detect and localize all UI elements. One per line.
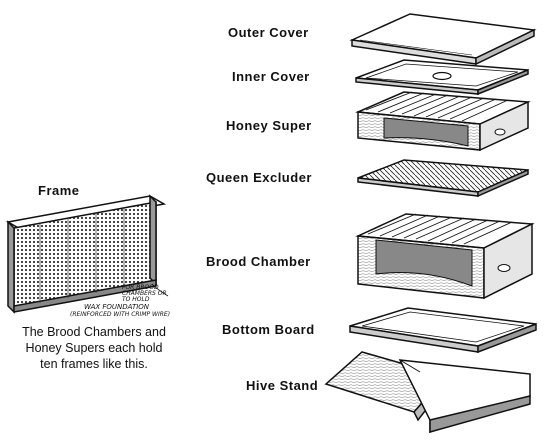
frame-caption: The Brood Chambers and Honey Supers each… <box>6 324 182 372</box>
annotation-wax-foundation: WAX FOUNDATION <box>84 303 150 311</box>
queen-excluder-drawing <box>357 159 529 198</box>
label-outer-cover: Outer Cover <box>228 25 309 40</box>
label-inner-cover: Inner Cover <box>232 69 310 84</box>
outer-cover-drawing <box>349 13 537 66</box>
bottom-board-drawing <box>349 307 537 354</box>
annotation-small-note-2: CHAMBERS OR <box>122 290 167 297</box>
brood-chamber-drawing <box>355 213 535 300</box>
label-frame: Frame <box>38 183 80 198</box>
hive-stand-drawing <box>324 351 531 434</box>
label-queen-excluder: Queen Excluder <box>206 170 312 185</box>
label-honey-super: Honey Super <box>226 118 312 133</box>
inner-cover-drawing <box>355 59 529 96</box>
caption-line-2: Honey Supers each hold <box>25 341 163 355</box>
label-bottom-board: Bottom Board <box>222 322 315 337</box>
caption-line-1: The Brood Chambers and <box>22 325 166 339</box>
label-brood-chamber: Brood Chamber <box>206 254 311 269</box>
honey-super-drawing <box>355 91 531 152</box>
annotation-reinforced-note: (REINFORCED WITH CRIMP WIRE) <box>70 311 171 318</box>
caption-line-3: ten frames like this. <box>40 357 148 371</box>
frame-drawing <box>5 194 169 314</box>
label-hive-stand: Hive Stand <box>246 378 319 393</box>
annotation-small-note-3: TO HOLD <box>122 296 150 303</box>
annotation-small-note-1: FOR BROOD <box>122 284 159 291</box>
